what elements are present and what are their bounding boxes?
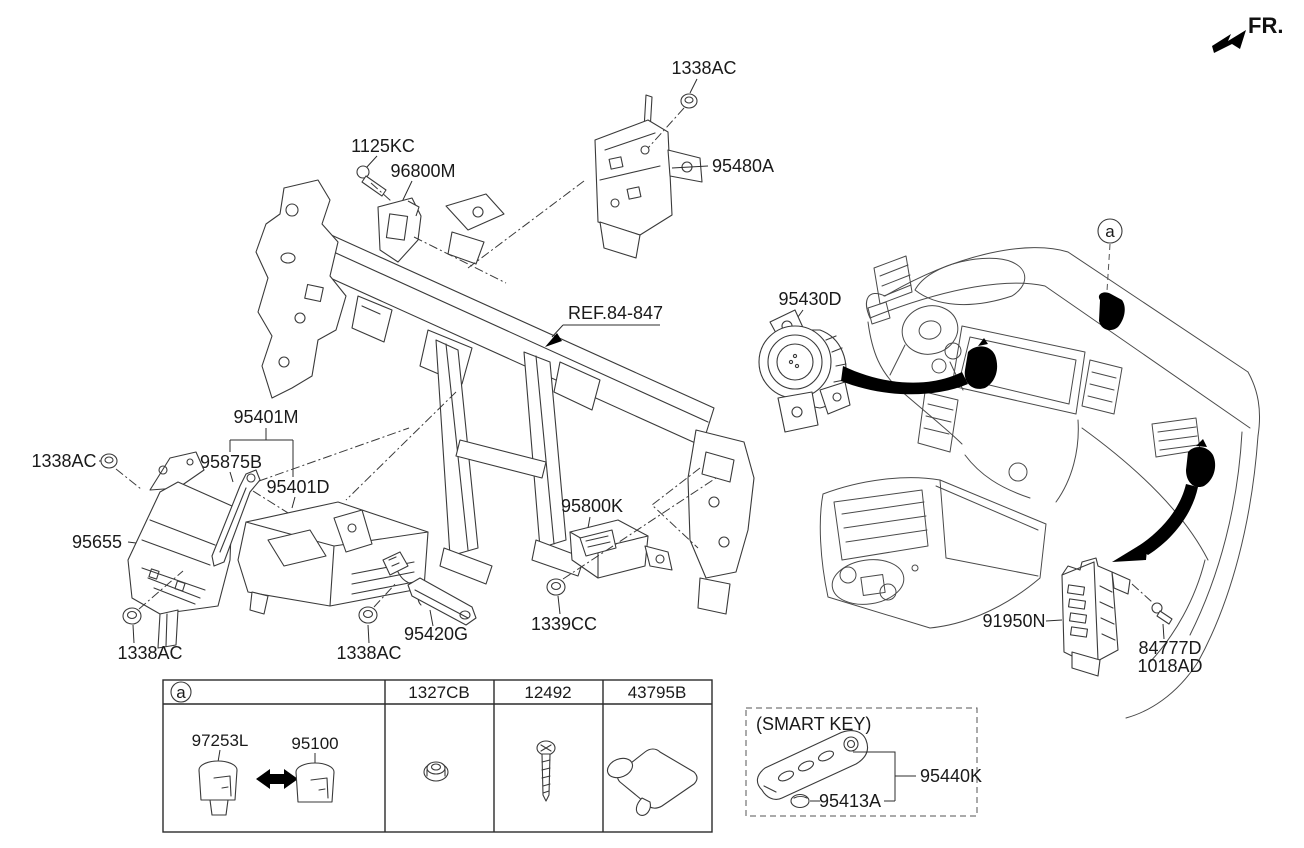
part-number-95440k: 95440K [920, 766, 982, 786]
part-95420g-drawing: 95420G [382, 551, 477, 644]
part-number-95401d: 95401D [266, 477, 329, 497]
part-number-95401m: 95401M [233, 407, 298, 427]
parts-table: a 1327CB 12492 43795B 97253L 95100 [162, 679, 713, 833]
part-91950n-drawing: 91950N [982, 557, 1153, 677]
table-header-12492: 12492 [524, 683, 571, 702]
label-95401m-group: 95401M 95875B 95401D [200, 407, 330, 509]
table-header-a-letter: a [176, 683, 186, 702]
part-95430d-drawing: 95430D [758, 289, 851, 433]
part-number-95875b: 95875B [200, 452, 262, 472]
part-95655-drawing: 95655 [72, 451, 233, 649]
part-number-95655: 95655 [72, 532, 122, 552]
smart-key-box: (SMART KEY) 95440K 95413A [745, 707, 982, 817]
smart-key-title: (SMART KEY) [756, 714, 871, 734]
table-cell-screw-12492 [536, 740, 556, 802]
part-number-1338ac-top: 1338AC [671, 58, 736, 78]
part-95401d-drawing [237, 391, 701, 615]
dash-top-sensor-marker [1098, 292, 1125, 331]
location-markers [841, 292, 1216, 562]
fr-label: FR. [1248, 13, 1283, 38]
swoosh-arrow-right [1137, 484, 1198, 555]
part-number-1338ac-bottom-left: 1338AC [117, 643, 182, 663]
table-cell-cover-43795b [606, 748, 698, 816]
callout-a-letter: a [1105, 222, 1115, 241]
part-number-96800m: 96800M [390, 161, 455, 181]
crossmember-assembly [255, 179, 755, 615]
table-cell-nut-1327cb [423, 761, 449, 782]
table-header-a: a [170, 681, 192, 703]
fr-direction-marker: FR. [1212, 13, 1283, 53]
part-number-97253l: 97253L [192, 731, 249, 750]
table-cell-sensors: 97253L 95100 [192, 731, 339, 816]
swap-arrow-icon [256, 769, 298, 789]
part-number-1339cc: 1339CC [531, 614, 597, 634]
smart-key-battery: 95413A [790, 791, 881, 811]
swoosh-arrowhead-right [1112, 540, 1148, 562]
smart-key-fob-drawing [756, 730, 869, 800]
fastener-1338ac-bottom-mid: 1338AC [336, 581, 402, 663]
fastener-1339cc: 1339CC [531, 477, 717, 634]
start-button-location-marker [964, 338, 998, 389]
ref-callout: REF.84-847 [545, 303, 663, 347]
part-number-95420g: 95420G [404, 624, 468, 644]
fr-arrow-icon [1212, 30, 1246, 53]
part-number-95800k: 95800K [561, 496, 623, 516]
part-number-84777d: 84777D [1138, 638, 1201, 658]
fastener-1338ac-top: 1338AC [647, 58, 737, 149]
part-number-1338ac-left: 1338AC [31, 451, 96, 471]
part-number-1018ad: 1018AD [1137, 656, 1202, 676]
callout-a-dash: a [1097, 218, 1123, 292]
part-number-95413a: 95413A [819, 791, 881, 811]
part-number-1125kc: 1125KC [351, 136, 415, 156]
fastener-1338ac-left: 1338AC [31, 451, 142, 490]
label-95480a: 95480A [671, 156, 774, 176]
table-header-43795b: 43795B [628, 683, 687, 702]
ref-label: REF.84-847 [568, 303, 663, 323]
swoosh-arrow-left [841, 366, 968, 395]
fastener-84777d: 84777D 1018AD [1137, 602, 1203, 676]
fastener-1338ac-bottom-left: 1338AC [117, 570, 184, 663]
part-95480a-drawing [594, 94, 703, 259]
part-number-1338ac-bottom-mid: 1338AC [336, 643, 401, 663]
part-number-95430d: 95430D [778, 289, 841, 309]
dashboard-illustration [819, 247, 1261, 719]
door-location-marker [1186, 439, 1216, 488]
part-number-95480a: 95480A [712, 156, 774, 176]
part-number-91950n: 91950N [982, 611, 1045, 631]
ref-arrowhead [545, 333, 562, 347]
table-header-1327cb: 1327CB [408, 683, 469, 702]
part-96800m-drawing: 96800M [370, 161, 585, 284]
part-number-95100: 95100 [291, 734, 338, 753]
